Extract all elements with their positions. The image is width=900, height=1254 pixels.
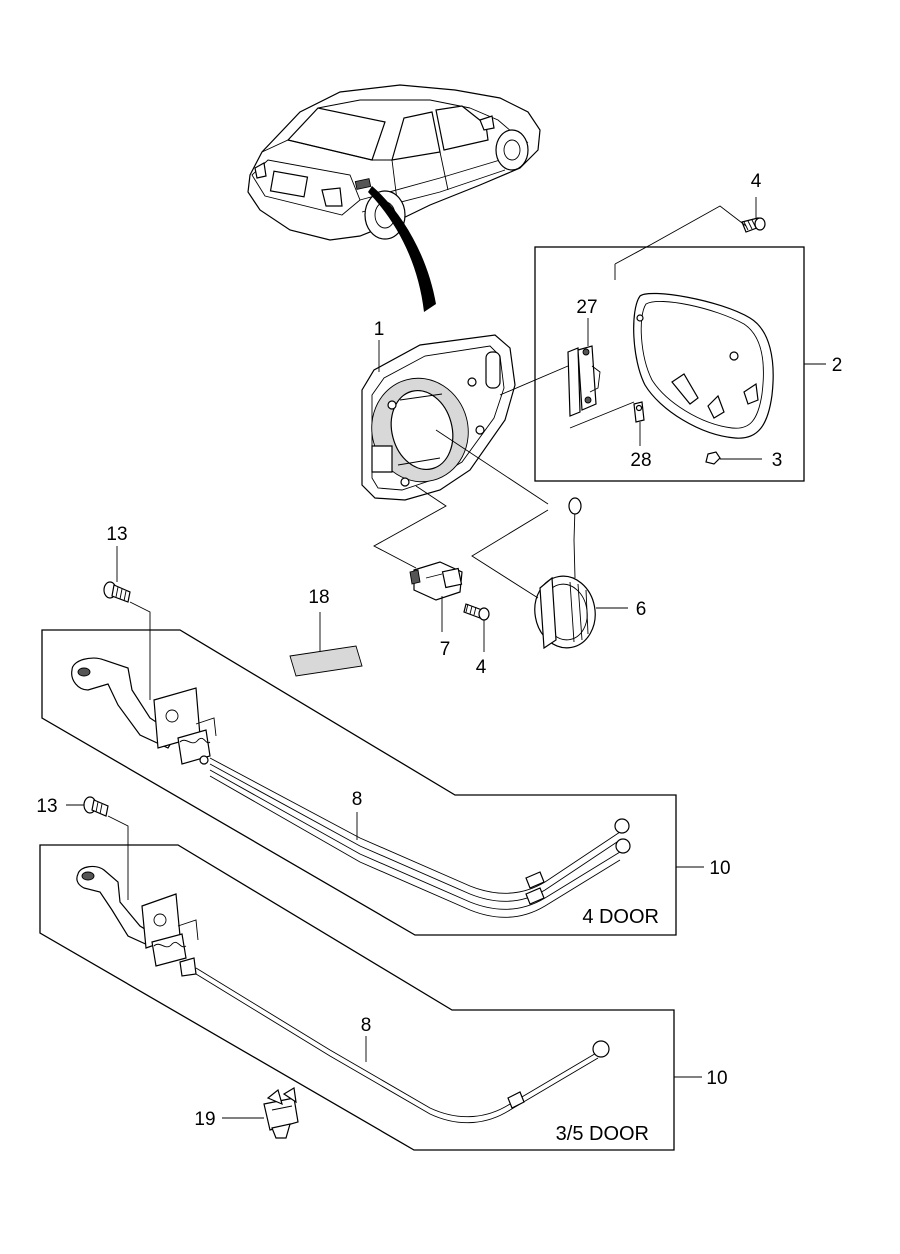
- fuel-filler-housing: [361, 334, 516, 501]
- leader-lines: [66, 197, 826, 1119]
- callout-7: 7: [440, 639, 451, 660]
- callout-10-lower: 10: [706, 1068, 727, 1089]
- location-arrow: [368, 186, 436, 312]
- screw-top: [741, 217, 766, 233]
- variant-label-4-door: 4 DOOR: [582, 906, 659, 928]
- fuel-door-clip: [633, 401, 645, 423]
- release-assembly-4door-box: [41, 629, 677, 936]
- screw-bottom: [463, 603, 490, 621]
- callout-8-upper: 8: [352, 789, 363, 810]
- callout-19: 19: [194, 1109, 215, 1130]
- bolt-lower: [83, 796, 109, 817]
- fuel-cap: [534, 497, 596, 650]
- variant-label-3-5-door: 3/5 DOOR: [556, 1123, 649, 1145]
- callout-labels: 1 2 3 4 4 6 7 8 8 10 10 13 13 18 19 27 2…: [36, 171, 842, 1145]
- fuel-door-actuator: [409, 561, 463, 601]
- callout-13-upper: 13: [106, 524, 127, 545]
- callout-6: 6: [636, 599, 647, 620]
- callout-10-upper: 10: [709, 858, 730, 879]
- fuel-door-panel: [633, 292, 774, 439]
- callout-4-top: 4: [751, 171, 762, 192]
- retainer-clip: [263, 1087, 299, 1139]
- callout-27: 27: [576, 297, 597, 318]
- callout-4-bottom: 4: [476, 657, 487, 678]
- bolt-upper: [103, 581, 131, 603]
- release-lever-upper: [71, 657, 217, 765]
- fuel-door-nut: [705, 451, 721, 465]
- release-cable-35door: [195, 967, 610, 1124]
- callout-18: 18: [308, 587, 329, 608]
- label-pad: [289, 645, 363, 677]
- callout-1: 1: [374, 319, 385, 340]
- car-illustration: [247, 84, 541, 241]
- release-cables-4door: [209, 757, 631, 918]
- callout-28: 28: [630, 450, 651, 471]
- callout-8-lower: 8: [361, 1015, 372, 1036]
- callout-2: 2: [832, 355, 843, 376]
- callout-3: 3: [772, 450, 783, 471]
- release-lever-lower: [76, 865, 199, 977]
- release-assembly-35door-box: [39, 844, 675, 1151]
- fuel-door-hinge: [567, 345, 601, 417]
- callout-13-lower: 13: [36, 796, 57, 817]
